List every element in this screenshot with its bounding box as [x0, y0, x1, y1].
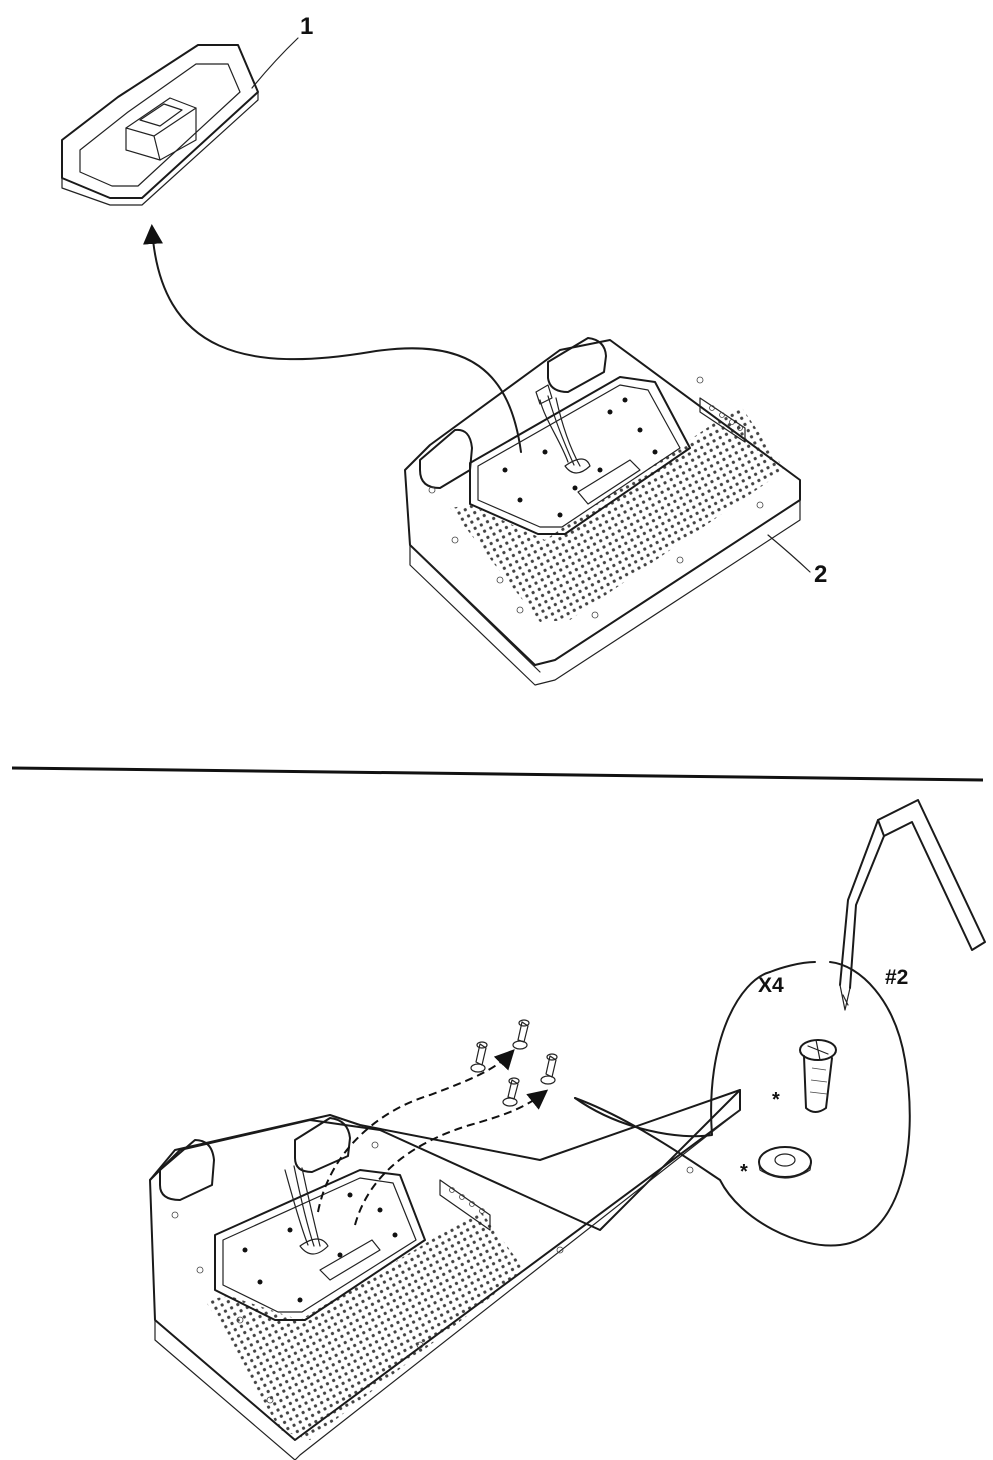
- step-2-panel: X4 #2 * *: [149, 799, 986, 1460]
- back-cover-part: [61, 44, 259, 206]
- screw-icon: [470, 1041, 488, 1073]
- quantity-label: X4: [758, 974, 784, 997]
- detail-bubble: [574, 971, 771, 1138]
- leader-line-1: [251, 37, 299, 89]
- screw-icon: [512, 1019, 530, 1050]
- step-divider: [11, 766, 984, 782]
- screwdriver-icon: [839, 799, 986, 1011]
- washer-note-marker: *: [740, 1161, 748, 1183]
- callout-1: 1: [300, 13, 313, 40]
- screw-removal-arrow-icon: [354, 1089, 549, 1226]
- screw-note-marker: *: [772, 1089, 780, 1111]
- step-1-panel: 1: [61, 13, 827, 686]
- screw-removal-arrow-icon: [317, 1049, 515, 1213]
- washer-icon: [758, 1146, 812, 1179]
- removal-arrow-icon: [143, 224, 522, 453]
- device-part-lower: [149, 1089, 741, 1460]
- screw-icon: [502, 1077, 520, 1107]
- driver-size-label: #2: [885, 966, 908, 989]
- leader-line-2: [767, 534, 811, 573]
- device-part: [404, 337, 801, 686]
- screw-icon: [540, 1053, 558, 1085]
- callout-2: 2: [814, 561, 827, 588]
- screw-icon: [799, 1039, 837, 1113]
